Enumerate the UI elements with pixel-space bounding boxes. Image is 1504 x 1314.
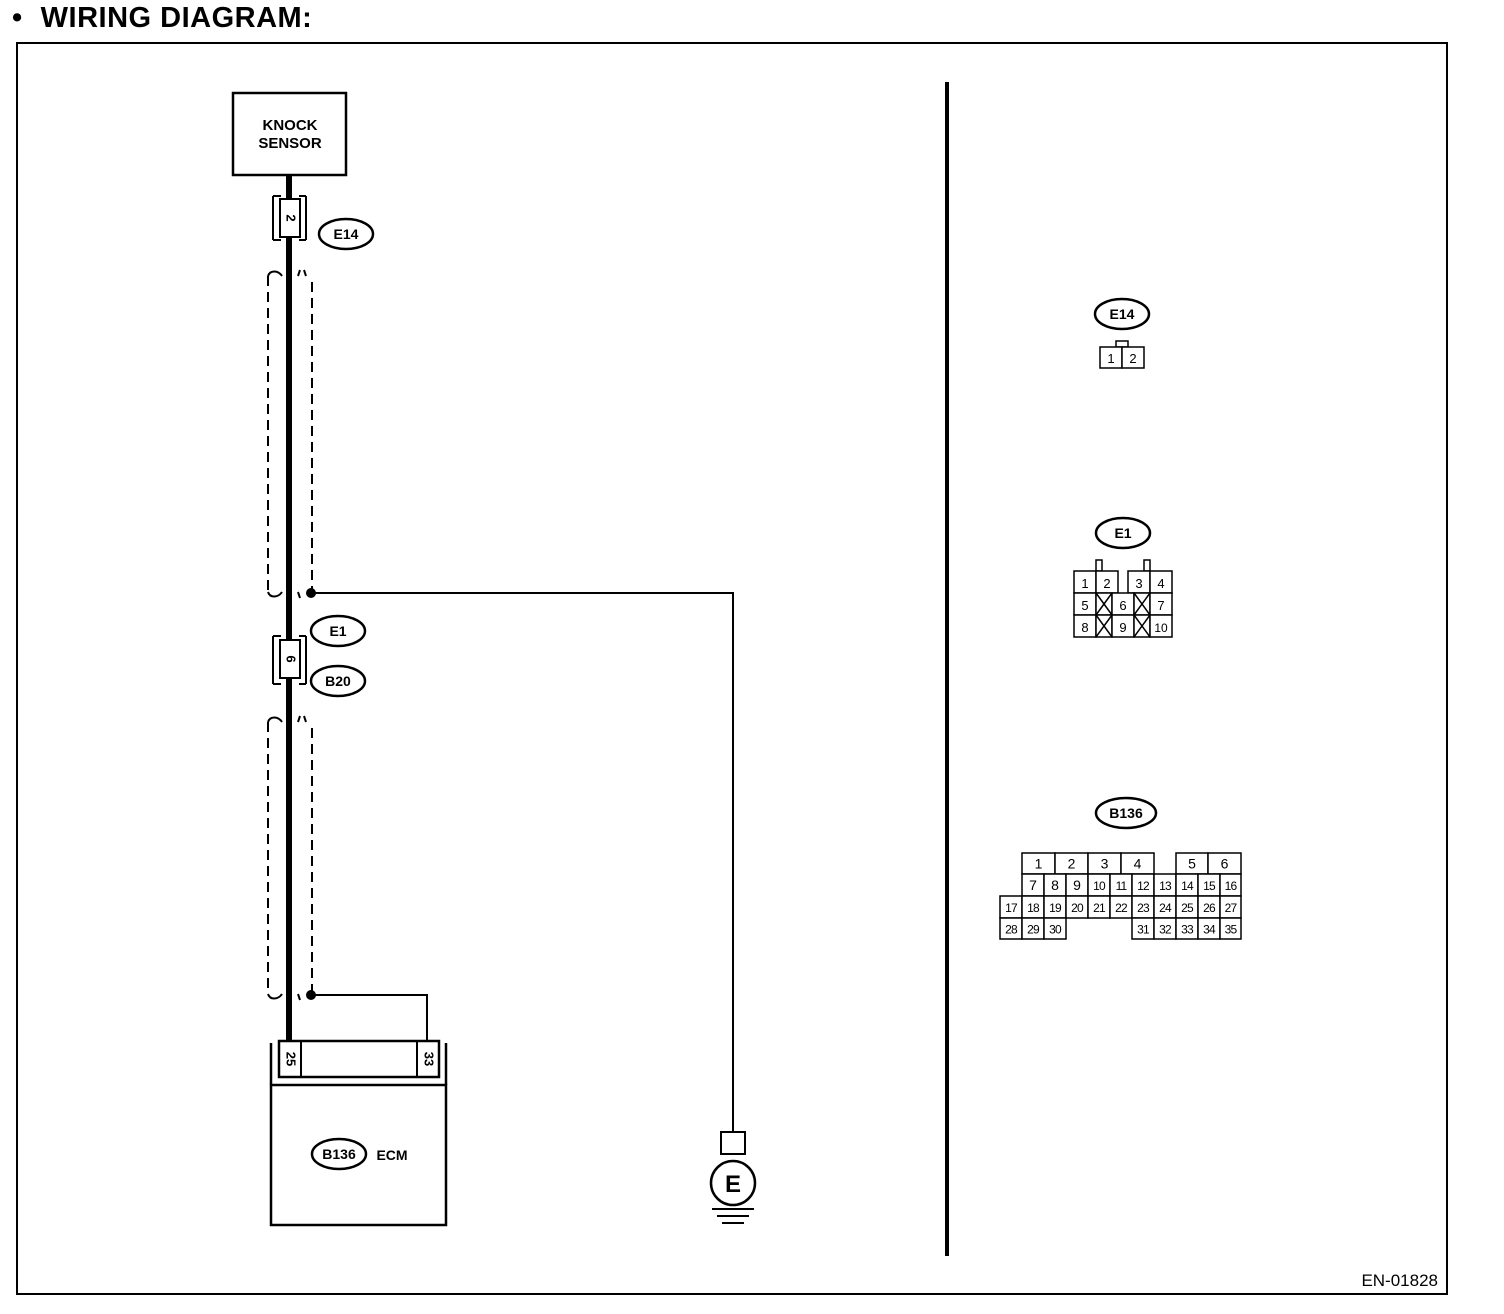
b136-view-pin-23: 23 [1137,901,1150,915]
b136-cavity [1219,917,1242,940]
e1-view-pin-2: 2 [1103,576,1110,591]
b136-view-pin-19: 19 [1049,901,1062,915]
e1-view-pin-9: 9 [1119,620,1126,635]
shield-ecm-wire [311,994,428,1043]
shield-ground-wire [311,592,734,1132]
diagram-code: EN-01828 [1361,1271,1438,1290]
b136-view-pin-28: 28 [1005,923,1018,937]
b136-view-pin-14: 14 [1181,879,1194,893]
b136-view-pin-5: 5 [1188,856,1196,872]
b136-view-pin-35: 35 [1225,923,1238,937]
b136-view-pin-2: 2 [1068,856,1076,872]
ecm-pin-25: 25 [284,1052,299,1066]
e1-view-pin-8: 8 [1081,620,1088,635]
knock-sensor-label-line1: KNOCK [263,117,318,134]
ground-symbol: E [709,1131,757,1224]
b136-view-pin-8: 8 [1051,877,1059,893]
b136-view-pin-3: 3 [1101,856,1109,872]
shield-upper [267,269,313,599]
b136-view-pin-6: 6 [1221,856,1229,872]
e14-view-pin-2: 2 [1129,351,1136,366]
b136-view-pin-10: 10 [1093,879,1106,893]
heading-title: WIRING DIAGRAM: [40,2,313,34]
ecm-label: ECM [376,1147,407,1163]
b136-view-pin-13: 13 [1159,879,1172,893]
heading-bullet: • [12,2,23,34]
b136-view-pin-29: 29 [1027,923,1040,937]
shield-lower [267,715,313,1001]
ground-label: E [725,1171,741,1198]
b136-view-pin-21: 21 [1093,901,1106,915]
e1-view-pin-5: 5 [1081,598,1088,613]
e1-view-pin-7: 7 [1157,598,1164,613]
b136-view-pin-20: 20 [1071,901,1084,915]
e14-view-pin-1: 1 [1107,351,1114,366]
tag-e1-label: E1 [329,623,346,639]
diagram-frame [16,42,1448,1295]
e1-view-pin-6: 6 [1119,598,1126,613]
e1-blank-cavities [1095,592,1151,638]
knock-sensor-label-line2: SENSOR [258,135,322,152]
connector-view-e1-title: E1 [1114,525,1131,541]
b136-view-pin-27: 27 [1225,901,1238,915]
e1-b20-pin-label: 6 [284,655,299,662]
connector-view-e14: E14 1 2 [1093,297,1151,369]
b136-view-pin-31: 31 [1137,923,1150,937]
connector-view-e1: E1 1 2 [1073,516,1173,638]
b136-view-pin-15: 15 [1203,879,1216,893]
tag-b136-ecm-label: B136 [322,1146,356,1162]
knock-sensor-box: KNOCK SENSOR [231,91,348,177]
tag-b20-label: B20 [325,673,351,689]
e1-view-pin-3: 3 [1135,576,1142,591]
tag-e14: E14 [317,217,375,251]
e1-view-pin-10: 10 [1154,621,1168,635]
b136-view-pin-11: 11 [1116,879,1128,893]
e14-pin-label: 2 [284,214,299,221]
b136-view-pin-1: 1 [1035,856,1043,872]
ecm-unit: 25 33 B136 ECM [269,1039,448,1227]
b136-view-pin-4: 4 [1134,856,1142,872]
tag-b20: B20 [309,664,367,698]
b136-view-pin-26: 26 [1203,901,1216,915]
b136-view-pin-9: 9 [1073,877,1081,893]
e1-view-pin-4: 4 [1157,576,1164,591]
b136-view-pin-7: 7 [1029,877,1037,893]
b136-view-pin-30: 30 [1049,923,1062,937]
connector-e1-b20-inline: 6 [272,635,307,685]
tag-b136-ecm [310,1137,368,1171]
b136-view-pin-33: 33 [1181,923,1194,937]
e1-view-pin-1: 1 [1081,576,1088,591]
b136-view-pin-24: 24 [1159,901,1172,915]
b136-cavity [1043,917,1067,940]
tag-e1: E1 [309,614,367,648]
b136-view-pin-16: 16 [1225,879,1238,893]
page-heading: • WIRING DIAGRAM: [12,2,312,35]
connector-e14-inline: 2 [272,195,307,241]
b136-view-pin-12: 12 [1137,879,1150,893]
ecm-pin-33: 33 [422,1052,437,1066]
b136-view-pin-18: 18 [1027,901,1040,915]
connector-view-b136-title: B136 [1109,805,1143,821]
b136-view-pin-34: 34 [1203,923,1216,937]
tag-e14-label: E14 [334,226,359,242]
b136-view-pin-32: 32 [1159,923,1172,937]
b136-view-pin-22: 22 [1115,901,1128,915]
b136-view-pin-17: 17 [1005,901,1018,915]
connector-view-e14-title: E14 [1110,306,1135,322]
b136-view-pin-25: 25 [1181,901,1194,915]
